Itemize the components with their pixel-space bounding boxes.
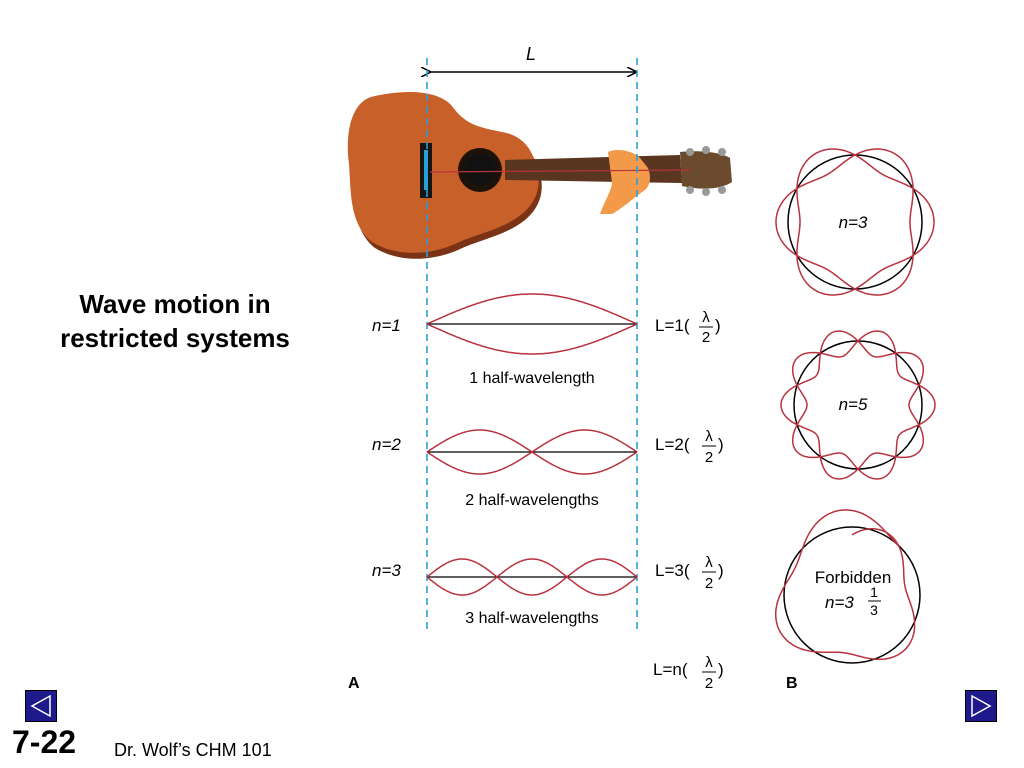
general-close: ) <box>718 660 724 679</box>
mode-3-close: ) <box>718 561 724 580</box>
mode-2-wave <box>426 429 638 475</box>
general-lambda: λ <box>705 654 713 671</box>
slide-footer: Dr. Wolf’s CHM 101 <box>114 740 272 760</box>
mode-2-two: 2 <box>705 449 713 466</box>
circle-2-label: n=5 <box>839 395 868 414</box>
triangle-right-icon <box>971 694 992 718</box>
forbidden-den: 3 <box>870 602 878 618</box>
mode-1-n-label: n=1 <box>372 316 401 335</box>
circular-wave-forbidden: Forbidden n=3 1 3 <box>774 509 921 664</box>
general-length-formula: L=n( λ 2 ) <box>653 654 724 692</box>
triangle-left-icon <box>30 694 51 718</box>
slide-title-line2: restricted systems <box>60 323 290 353</box>
panel-a-label: A <box>348 675 360 692</box>
mode-3-n-label: n=3 <box>372 561 401 580</box>
mode-row-2: n=2 2 half-wavelengths L=2( λ 2 ) <box>372 428 724 509</box>
next-slide-button[interactable] <box>965 690 997 722</box>
length-label: L <box>526 44 536 64</box>
mode-1-caption: 1 half-wavelength <box>469 370 594 387</box>
slide-title-line1: Wave motion in <box>79 289 271 319</box>
standing-wave-modes: n=1 1 half-wavelength L=1( λ 2 ) n=2 2 h… <box>372 293 724 627</box>
mode-3-wave <box>426 558 638 596</box>
general-length-prefix: L=n( <box>653 660 688 679</box>
mode-2-length-prefix: L=2( <box>655 435 690 454</box>
forbidden-label: Forbidden <box>815 568 892 587</box>
previous-slide-button[interactable] <box>25 690 57 722</box>
mode-1-close: ) <box>715 316 721 335</box>
circle-2-wave <box>780 330 936 480</box>
mode-1-wave <box>426 293 638 355</box>
mode-3-lambda: λ <box>705 554 713 571</box>
slide-title: Wave motion in restricted systems <box>40 287 310 355</box>
mode-2-n-label: n=2 <box>372 435 401 454</box>
mode-row-3: n=3 3 half-wavelengths L=3( λ 2 ) <box>372 554 724 627</box>
mode-2-caption: 2 half-wavelengths <box>465 492 598 509</box>
mode-3-length-prefix: L=3( <box>655 561 690 580</box>
mode-1-length-prefix: L=1( <box>655 316 690 335</box>
mode-1-lambda: λ <box>702 309 710 326</box>
circle-3-wave <box>774 509 916 661</box>
circle-1-wave <box>775 148 935 296</box>
mode-2-close: ) <box>718 435 724 454</box>
general-two: 2 <box>705 675 713 692</box>
mode-1-two: 2 <box>702 329 710 346</box>
circle-1-label: n=3 <box>839 213 868 232</box>
mode-2-lambda: λ <box>705 428 713 445</box>
forbidden-num: 1 <box>870 584 878 600</box>
guitar-illustration <box>347 92 732 259</box>
forbidden-n-label: n=3 <box>825 593 854 612</box>
slide-number: 7-22 <box>12 724 77 760</box>
mode-3-caption: 3 half-wavelengths <box>465 610 598 627</box>
mode-3-two: 2 <box>705 575 713 592</box>
circular-wave-1: n=3 <box>775 148 935 296</box>
mode-row-1: n=1 1 half-wavelength L=1( λ 2 ) <box>372 293 721 387</box>
circle-3-orbit <box>783 526 921 664</box>
panel-b-label: B <box>786 675 798 692</box>
circular-wave-2: n=5 <box>780 330 936 480</box>
